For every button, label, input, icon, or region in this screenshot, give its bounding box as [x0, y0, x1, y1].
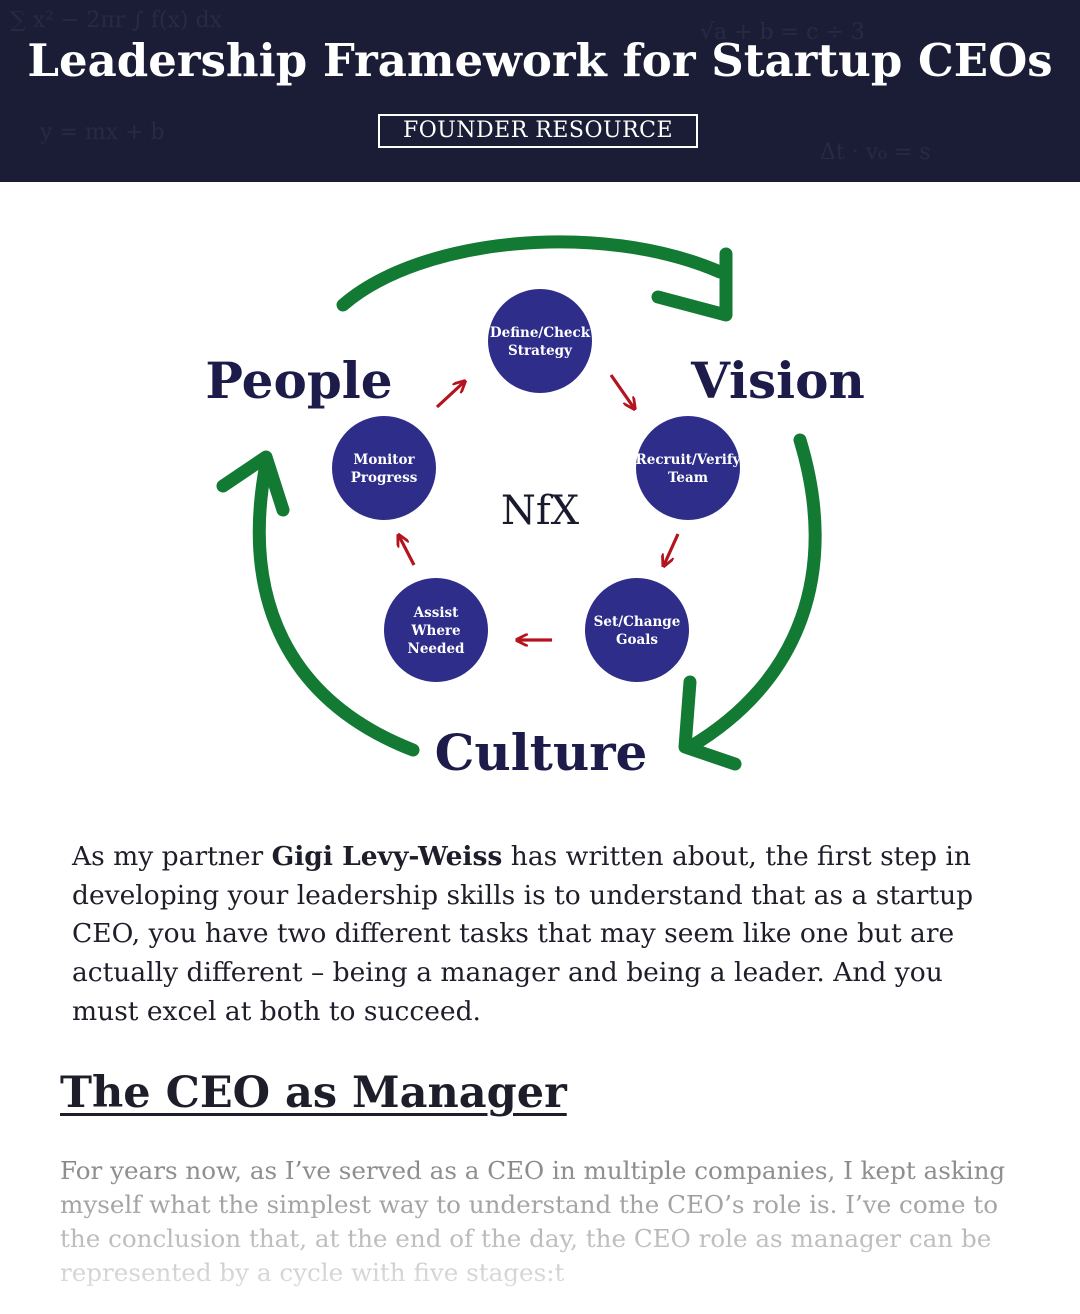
section-paragraph: For years now, as I’ve served as a CEO i…: [60, 1156, 1006, 1287]
stage-label: Needed: [408, 641, 466, 657]
arrowhead-culture: [678, 675, 742, 771]
inner-cycle-arrows: [399, 374, 680, 640]
arrow-vision-to-culture: [683, 433, 822, 754]
arrow-strategy-to-team: [609, 374, 634, 408]
arrowhead-people: [216, 450, 290, 517]
arrow-team-to-goals: [664, 533, 680, 565]
section-heading: The CEO as Manager: [60, 1068, 567, 1118]
author-name: Gigi Levy-Weiss: [271, 841, 503, 872]
label-people: People: [205, 351, 392, 410]
stage-label: Team: [668, 470, 708, 486]
arrow-people-to-vision: [336, 235, 727, 312]
stage-circle: [332, 416, 436, 520]
stage-label: Monitor: [353, 452, 415, 468]
stage-label: Progress: [351, 470, 418, 486]
category-badge: FOUNDER RESOURCE: [378, 114, 698, 148]
intro-text-end: has written about, the first step in dev…: [72, 841, 974, 1027]
leadership-cycle-diagram: People Vision Culture NfX Define/CheckSt…: [205, 235, 865, 782]
page-header: ∑ x² − 2πr ∫ f(x) dx √a + b = c ÷ 3 y = …: [0, 0, 1080, 182]
intro-text-start: As my partner: [72, 841, 272, 872]
chalkboard-texture: √a + b = c ÷ 3: [700, 20, 865, 45]
stage-label: Recruit/Verify: [636, 452, 742, 468]
stage-circles: Define/CheckStrategyRecruit/VerifyTeamSe…: [332, 289, 742, 682]
stage-circle: [384, 578, 488, 682]
stage-label: Assist: [413, 605, 459, 621]
stage-circle: [488, 289, 592, 393]
page-title: Leadership Framework for Startup CEOs: [27, 34, 1053, 87]
stage-label: Set/Change: [594, 614, 681, 630]
stage-circle: [585, 578, 689, 682]
arrow-culture-to-people: [252, 457, 420, 757]
label-vision: Vision: [690, 351, 865, 410]
stage-label: Where: [410, 623, 460, 639]
intro-paragraph: As my partner Gigi Levy-Weiss has writte…: [72, 838, 1002, 1032]
outer-cycle-arrows: [216, 235, 822, 771]
arrow-assist-to-monitor: [399, 536, 416, 566]
stage-label: Strategy: [508, 343, 573, 359]
arrowhead-vision: [651, 247, 733, 322]
label-culture: Culture: [435, 723, 648, 782]
chalkboard-texture: Δt · v₀ = s: [820, 140, 931, 165]
stage-circle: [636, 416, 740, 520]
nfx-logo: NfX: [501, 488, 580, 534]
stage-label: Goals: [616, 632, 658, 648]
arrow-monitor-to-strategy: [435, 382, 464, 409]
stage-label: Define/Check: [490, 325, 591, 341]
chalkboard-texture: y = mx + b: [40, 120, 165, 145]
chalkboard-texture: ∑ x² − 2πr ∫ f(x) dx: [10, 8, 222, 33]
